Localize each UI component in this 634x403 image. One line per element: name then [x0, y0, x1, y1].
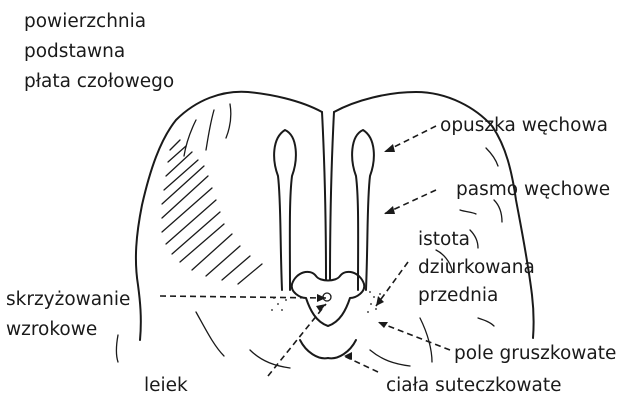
- lower-mid-left: [250, 350, 290, 368]
- longitudinal-fissure: [322, 112, 326, 280]
- label-optic-chiasm-1: skrzyżowanie: [6, 288, 130, 312]
- right-olfactory-bulb: [352, 130, 374, 290]
- label-mammillary-bodies: ciała suteczkowate: [386, 374, 561, 398]
- optic-chiasm-shape: [292, 272, 365, 326]
- label-frontal-base-2: podstawna: [24, 40, 125, 64]
- perforated-substance-dots: [271, 291, 381, 313]
- infundibulum-ring: [323, 293, 331, 301]
- label-infundibulum: leiek: [144, 374, 188, 398]
- label-piriform-area: pole gruszkowate: [454, 342, 616, 366]
- label-frontal-base-3: płata czołowego: [24, 70, 174, 94]
- pointer-piriform: [378, 322, 450, 350]
- left-olfactory-bulb: [274, 130, 296, 290]
- longitudinal-fissure-right: [330, 112, 334, 280]
- frontal-shading: [162, 104, 262, 284]
- lower-mid-right: [370, 350, 410, 366]
- label-optic-chiasm-2: wzrokowe: [6, 318, 97, 342]
- lower-left-curve: [117, 335, 119, 362]
- label-anterior-perforated-3: przednia: [418, 284, 498, 308]
- lower-contour-left: [196, 312, 224, 356]
- label-frontal-base-1: powierzchnia: [24, 10, 146, 34]
- pointer-infundibulum: [268, 304, 326, 376]
- label-olfactory-bulb: opuszka węchowa: [440, 114, 608, 138]
- label-olfactory-tract: pasmo węchowe: [456, 178, 610, 202]
- label-anterior-perforated-2: dziurkowana: [418, 256, 535, 280]
- label-anterior-perforated-1: istota: [418, 228, 470, 252]
